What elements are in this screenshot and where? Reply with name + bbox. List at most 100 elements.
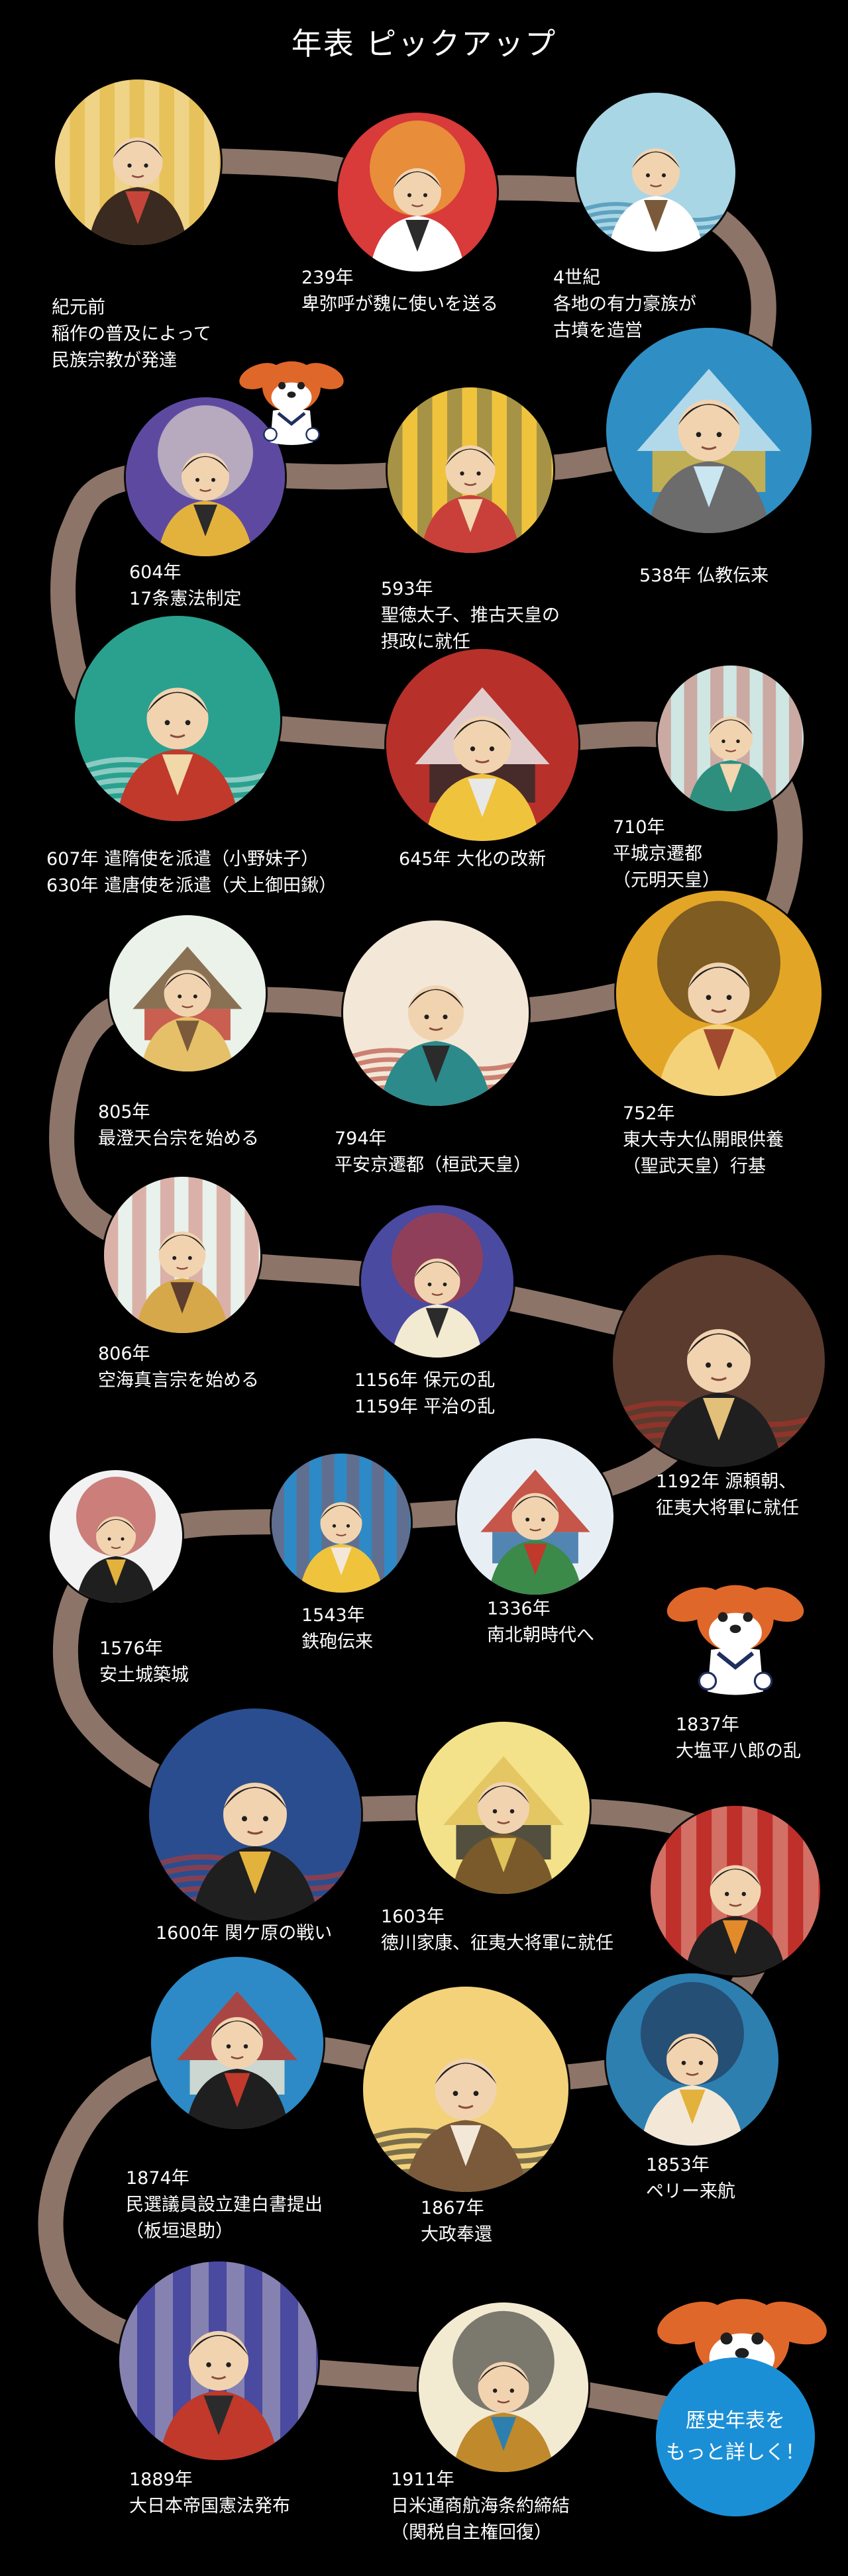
event-caption: 1543年鉄砲伝来 [301,1603,373,1656]
event-caption-line: 4世紀 [553,268,601,288]
treaty-signing-icon[interactable] [419,2303,588,2472]
saicho-pagoda-icon[interactable] [109,915,266,1071]
sekigahara-battle-icon[interactable] [149,1709,361,1920]
event-caption: 593年聖徳太子、推古天皇の摂政に就任 [381,576,560,656]
perry-ship-icon[interactable] [606,1973,778,2146]
event-caption-line: 1543年 [301,1605,365,1626]
oshio-rebellion-icon[interactable] [651,1806,820,1975]
event-caption-line: 630年 遣唐使を派遣（犬上御田鍬） [46,875,337,896]
event-caption-line: 平安京遷都（桓武天皇） [335,1155,531,1175]
event-caption-line: 徳川家康、征夷大将軍に就任 [381,1933,613,1954]
event-caption-line: 1156年 保元の乱 [354,1370,496,1391]
event-caption-line: 239年 [301,268,354,288]
event-caption-line: （聖武天皇）行基 [623,1156,766,1177]
event-caption-line: 民族宗教が発達 [52,350,177,371]
event-caption: 239年卑弥呼が魏に使いを送る [301,265,498,318]
azuchi-castle-icon[interactable] [50,1470,182,1603]
event-caption-line: 538年 仏教伝来 [639,566,769,586]
himiko-mirror-icon[interactable] [338,113,497,272]
event-caption-line: 794年 [335,1128,387,1149]
event-caption-line: 古墳を造営 [553,321,643,341]
event-caption-line: 大政奉還 [421,2224,492,2245]
heian-emperor-icon[interactable] [343,920,529,1106]
constitution-scroll-icon[interactable] [126,397,285,556]
event-caption-line: 1336年 [487,1599,551,1619]
taika-reform-icon[interactable] [386,649,578,841]
event-caption: 607年 遣隋使を派遣（小野妹子）630年 遣唐使を派遣（犬上御田鍬） [46,846,337,899]
event-caption-line: 1911年 [391,2469,454,2490]
event-caption-line: 平城京遷都 [613,844,702,864]
event-caption-line: （元明天皇） [613,870,720,891]
event-caption: 1576年安土城築城 [99,1636,189,1689]
priestess-rice-icon[interactable] [55,79,221,245]
event-caption-line: 806年 [98,1344,150,1364]
event-caption-line: 604年 [129,562,182,583]
event-caption: 1867年大政奉還 [421,2195,492,2248]
event-caption-line: 日米通商航海条約締結 [391,2496,570,2516]
event-caption: 1156年 保元の乱 1159年 平治の乱 [354,1367,495,1420]
event-caption: 794年平安京遷都（桓武天皇） [335,1126,531,1179]
event-caption-line: 710年 [613,817,665,838]
event-caption-line: 聖徳太子、推古天皇の [381,605,560,626]
envoy-ship-icon[interactable] [75,616,280,821]
event-caption: 1600年 関ケ原の戦い [156,1920,332,1947]
event-caption-line: 1889年 [129,2469,193,2490]
shotoku-taishi-icon[interactable] [388,387,553,553]
event-caption: 805年最澄天台宗を始める [98,1099,259,1152]
event-caption-line: 大塩平八郎の乱 [676,1741,801,1761]
event-caption-line: 805年 [98,1102,150,1122]
event-caption-line: 645年 大化の改新 [399,849,547,869]
ieyasu-crest-icon[interactable] [417,1722,590,1894]
event-caption-line: 1603年 [381,1907,445,1927]
event-caption-line: 17条憲法制定 [129,589,242,609]
event-caption: 604年 17条憲法制定 [129,560,241,613]
event-caption-line: 1874年 [126,2168,189,2189]
event-caption-line: 民選議員設立建白書提出 [126,2195,323,2215]
nanbokucho-swords-icon[interactable] [457,1438,613,1595]
more-history-button[interactable]: 歴史年表を もっと詳しく！ [656,2357,815,2516]
kofun-keyhole-icon[interactable] [576,93,735,252]
yoritomo-armor-icon[interactable] [613,1255,825,1467]
event-caption: 710年平城京遷都 （元明天皇） [613,815,720,894]
event-caption: 752年東大寺大仏開眼供養（聖武天皇）行基 [623,1101,784,1180]
kukai-temple-icon[interactable] [104,1177,260,1333]
event-caption-line: 各地の有力豪族が [553,294,696,315]
event-caption: 1889年大日本帝国憲法発布 [129,2467,290,2520]
event-caption: 1336年南北朝時代へ [487,1596,594,1649]
event-caption-line: 鉄砲伝来 [301,1632,373,1652]
page-title: 年表 ピックアップ [291,26,557,62]
dog-mascot-icon [666,1563,805,1702]
event-caption: 538年 仏教伝来 [639,563,768,589]
event-caption-line: 1192年 源頼朝、 [656,1471,797,1492]
buddha-statue-icon[interactable] [606,328,812,533]
event-caption: 1192年 源頼朝、征夷大将軍に就任 [656,1469,799,1522]
event-caption-line: 稲作の普及によって [52,324,211,344]
taisei-hokan-icon[interactable] [363,1987,568,2192]
great-buddha-icon[interactable] [616,891,822,1096]
event-caption-line: 593年 [381,579,433,599]
event-caption-line: 卑弥呼が魏に使いを送る [301,294,498,315]
event-caption: 806年空海真言宗を始める [98,1341,259,1394]
heijo-palace-icon[interactable] [658,666,804,811]
event-caption-line: 1159年 平治の乱 [354,1397,496,1417]
event-caption-line: （関税自主権回復） [391,2522,552,2543]
matchlock-gun-icon[interactable] [272,1454,411,1593]
event-caption-line: 南北朝時代へ [487,1625,594,1646]
event-caption-line: ペリー来航 [646,2181,735,2202]
event-caption-line: 1853年 [646,2155,710,2175]
event-caption-line: 最澄天台宗を始める [98,1128,259,1149]
event-caption: 1837年大塩平八郎の乱 [676,1712,801,1765]
event-caption-line: 1576年 [99,1638,163,1659]
event-caption: 1603年徳川家康、征夷大将軍に就任 [381,1904,613,1957]
event-caption-line: 1600年 関ケ原の戦い [156,1923,333,1944]
event-caption: 紀元前稲作の普及によって民族宗教が発達 [52,295,211,374]
event-caption-line: （板垣退助） [126,2221,233,2242]
event-caption-line: 空海真言宗を始める [98,1370,259,1391]
hogen-war-icon[interactable] [361,1205,513,1358]
event-caption: 1874年民選議員設立建白書提出 （板垣退助） [126,2165,323,2245]
cta-line-2: もっと詳しく！ [666,2441,805,2464]
itagaki-petition-icon[interactable] [151,1957,323,2129]
event-caption: 1853年ペリー来航 [646,2152,735,2205]
event-caption: 4世紀各地の有力豪族が古墳を造営 [553,265,696,344]
meiji-constitution-icon[interactable] [119,2261,318,2460]
